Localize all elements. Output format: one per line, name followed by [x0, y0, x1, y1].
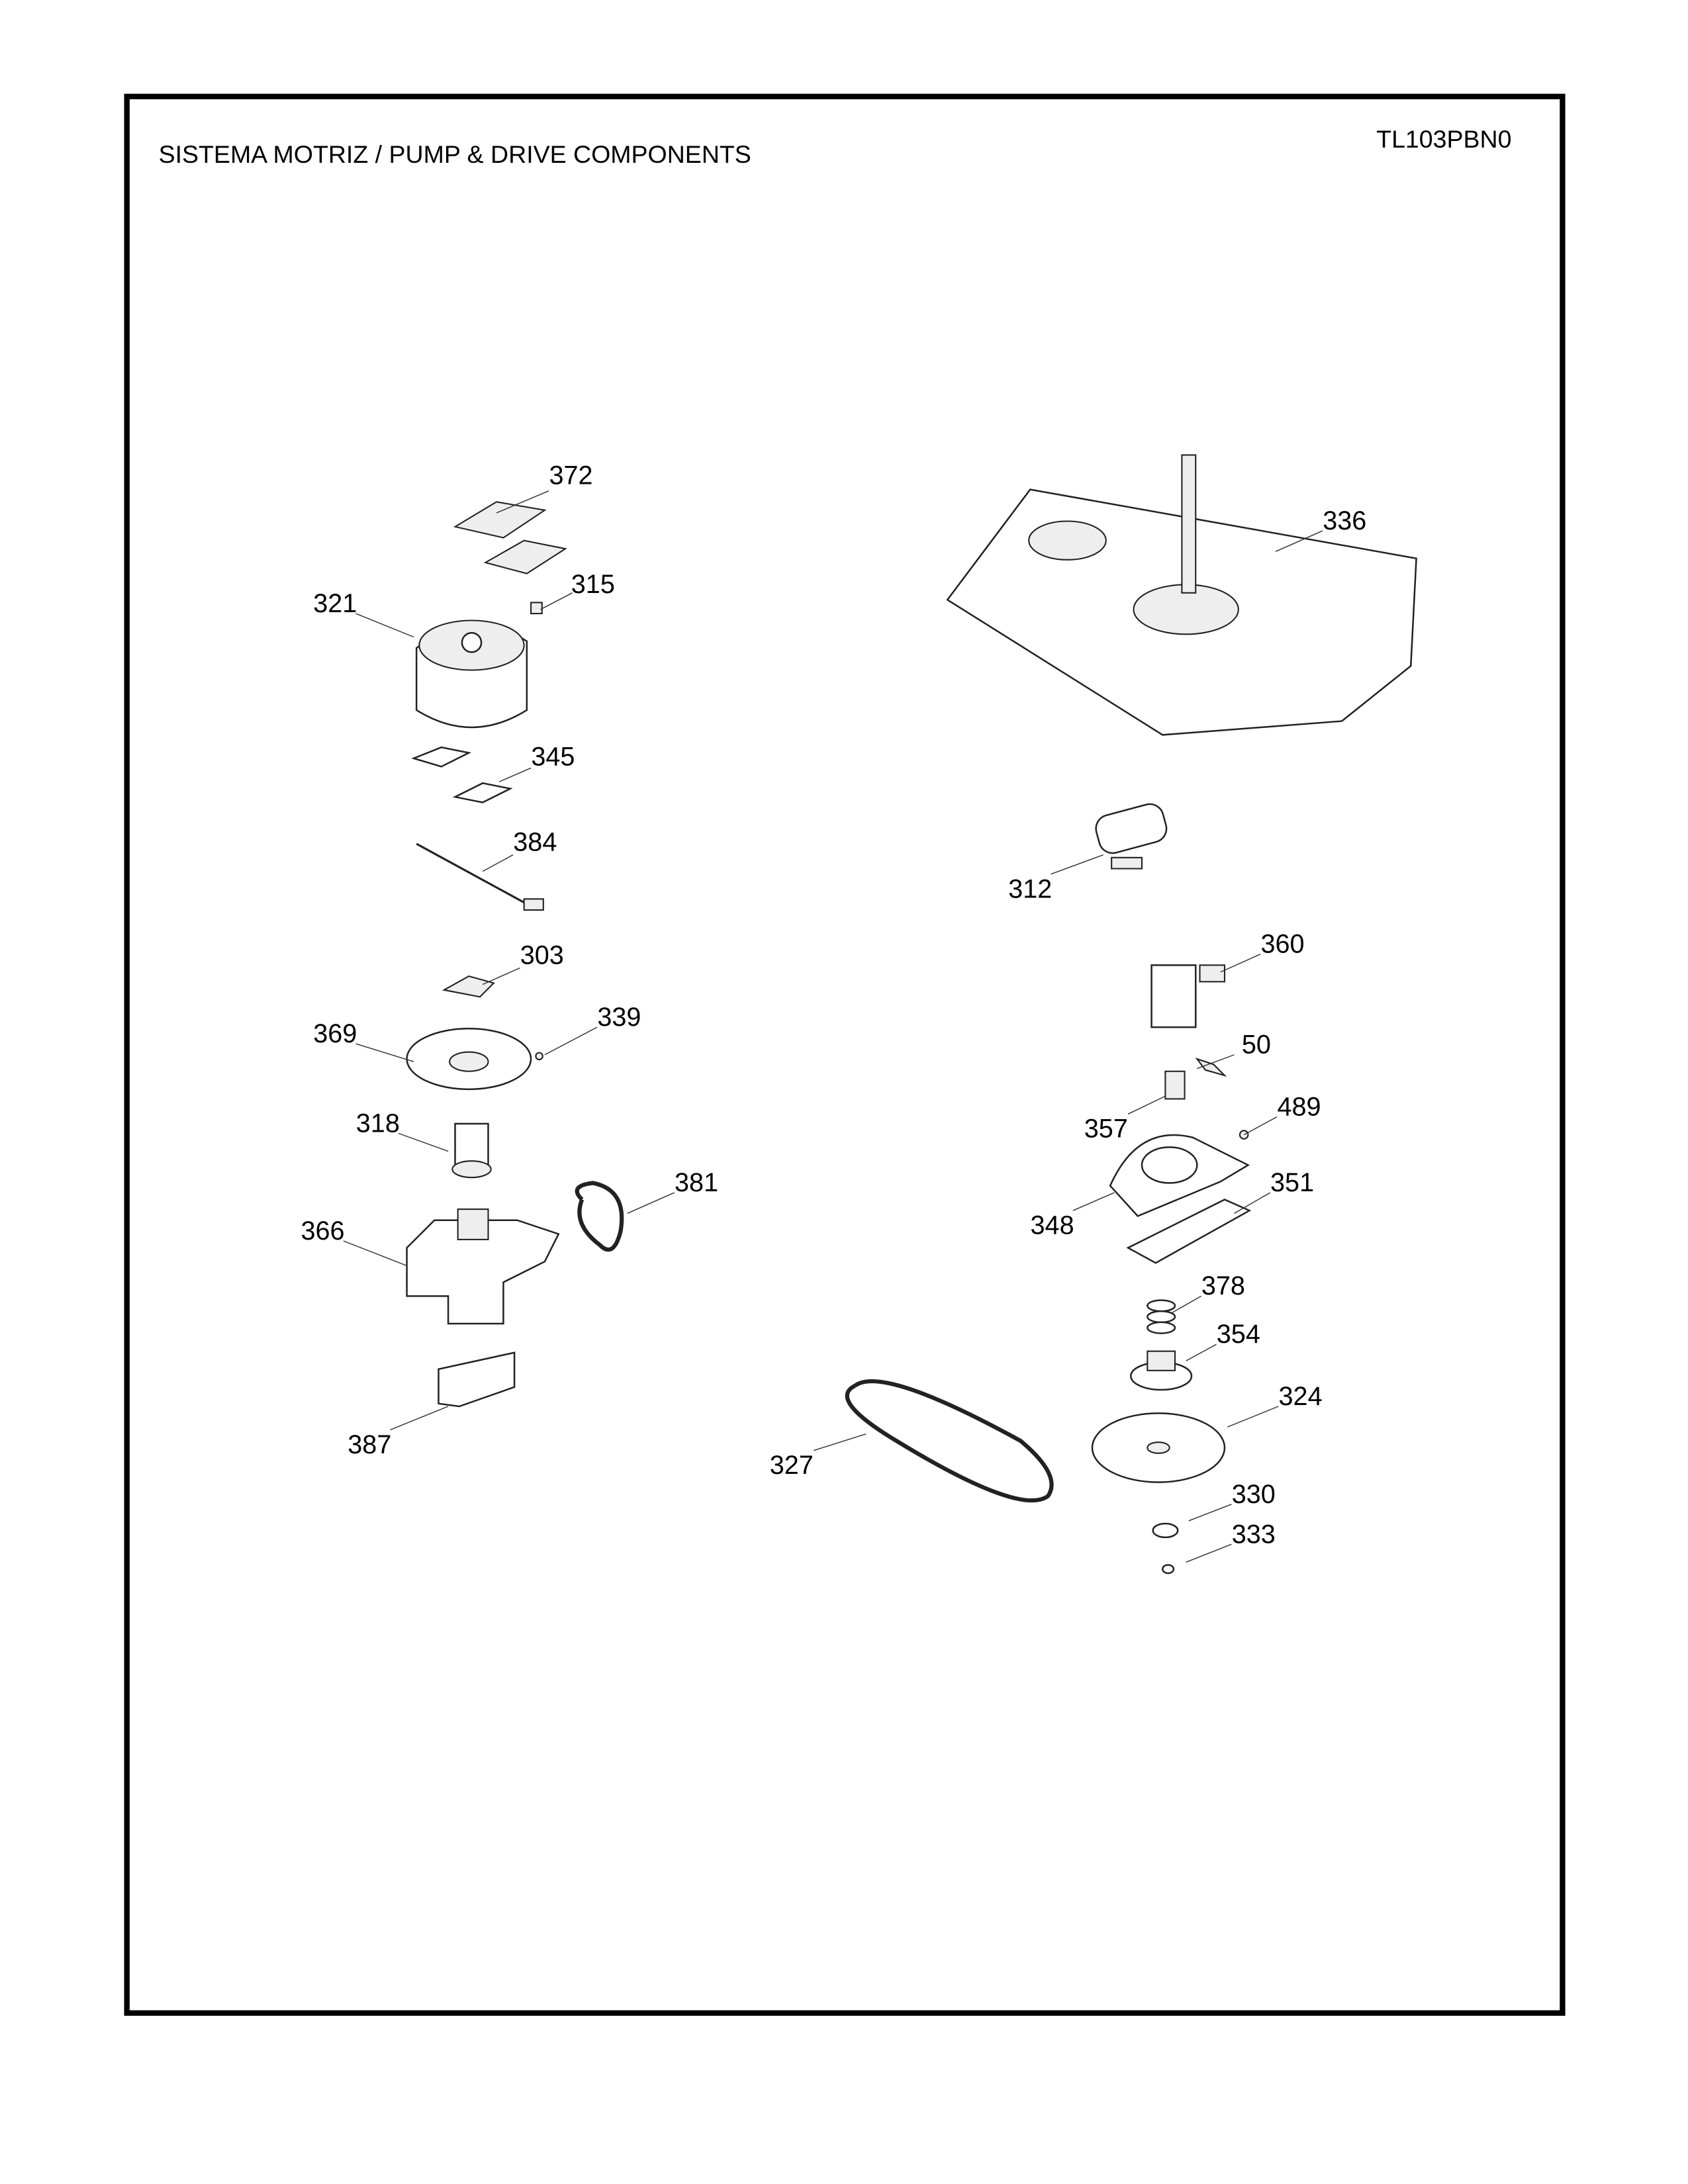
leader-line: [482, 854, 514, 872]
part-312-drawing: [1095, 803, 1168, 870]
callout-label: 312: [1008, 874, 1052, 903]
callout-label: 321: [313, 589, 357, 618]
callout-label: 330: [1232, 1480, 1276, 1509]
callout-label: 327: [770, 1451, 814, 1480]
leader-line: [355, 613, 414, 638]
part-387-drawing: [438, 1351, 516, 1408]
leader-line: [482, 967, 520, 985]
callout-label: 303: [520, 940, 564, 970]
callout-label: 489: [1277, 1092, 1321, 1121]
part-360-drawing: [1150, 964, 1226, 1028]
part-330-drawing: [1152, 1522, 1179, 1539]
callout-label: 348: [1031, 1211, 1074, 1240]
callout-label: 345: [531, 742, 575, 771]
callout-labels: 372 315 321 345 384 303 369 339 318 381 366 387 336 3…: [301, 461, 1366, 1563]
leader-line: [355, 1043, 414, 1062]
leader-line: [1275, 530, 1323, 553]
part-384-drawing: [416, 842, 544, 911]
callout-label: 315: [571, 570, 615, 599]
model-number: TL103PBN0: [1376, 125, 1511, 153]
leader-line: [1186, 1343, 1217, 1361]
part-369-drawing: [406, 1027, 532, 1091]
leader-line: [1220, 954, 1261, 973]
callout-label: 351: [1270, 1168, 1314, 1197]
part-354-drawing: [1130, 1350, 1193, 1391]
part-378-drawing: [1147, 1299, 1176, 1334]
callout-label: 372: [549, 461, 592, 490]
leader-line: [1172, 1295, 1201, 1313]
part-351-drawing: [1126, 1199, 1252, 1264]
part-348-drawing: [1109, 1134, 1250, 1217]
callout-label: 387: [348, 1430, 391, 1459]
callout-label: 378: [1201, 1271, 1245, 1300]
part-381-drawing: [575, 1181, 624, 1252]
part-366-drawing: [406, 1208, 560, 1325]
callout-label: 381: [675, 1168, 718, 1197]
leader-line: [390, 1406, 449, 1431]
callout-label: 50: [1242, 1030, 1271, 1060]
callout-label: 339: [597, 1003, 641, 1032]
leader-line: [498, 767, 532, 782]
part-372-drawing: [453, 501, 567, 574]
part-339-drawing: [535, 1052, 543, 1061]
callout-label: 333: [1232, 1520, 1276, 1549]
part-357-drawing: [1164, 1070, 1186, 1100]
leader-line: [1188, 1504, 1232, 1522]
part-327-drawing: [845, 1379, 1054, 1503]
callout-label: 360: [1260, 930, 1304, 959]
leader-line: [1234, 1192, 1271, 1214]
part-315-drawing: [530, 602, 543, 615]
callout-label: 318: [356, 1109, 400, 1138]
callout-label: 357: [1084, 1115, 1128, 1144]
callout-label: 369: [313, 1019, 357, 1048]
leader-line: [627, 1192, 675, 1214]
leader-line: [1227, 1406, 1279, 1428]
part-303-drawing: [442, 975, 495, 998]
leader-line: [1051, 854, 1103, 875]
part-333-drawing: [1162, 1564, 1175, 1574]
callout-label: 384: [513, 827, 557, 856]
callout-label: 354: [1217, 1320, 1260, 1349]
part-345-drawing: [411, 746, 513, 803]
leader-line: [1072, 1192, 1115, 1211]
callout-label: 366: [301, 1216, 344, 1246]
leader-line: [540, 592, 573, 610]
leader-line: [1186, 1543, 1232, 1563]
part-324-drawing: [1091, 1412, 1226, 1483]
part-drawings: [406, 454, 1417, 1574]
callout-label: 324: [1279, 1382, 1323, 1411]
part-318-drawing: [451, 1122, 492, 1179]
part-321-drawing: [415, 619, 528, 729]
leader-line: [813, 1433, 867, 1451]
diagram-title: SISTEMA MOTRIZ / PUMP & DRIVE COMPONENTS: [159, 140, 751, 168]
callout-label: 336: [1323, 506, 1366, 535]
leader-line: [1127, 1095, 1166, 1115]
leader-line: [544, 1026, 598, 1056]
leader-line: [496, 490, 549, 514]
page-border: [124, 93, 1566, 2016]
part-336-drawing: [946, 454, 1417, 736]
leader-line: [398, 1132, 449, 1152]
leader-line: [343, 1240, 407, 1267]
leader-line: [1243, 1116, 1278, 1136]
leader-line: [1197, 1054, 1235, 1069]
